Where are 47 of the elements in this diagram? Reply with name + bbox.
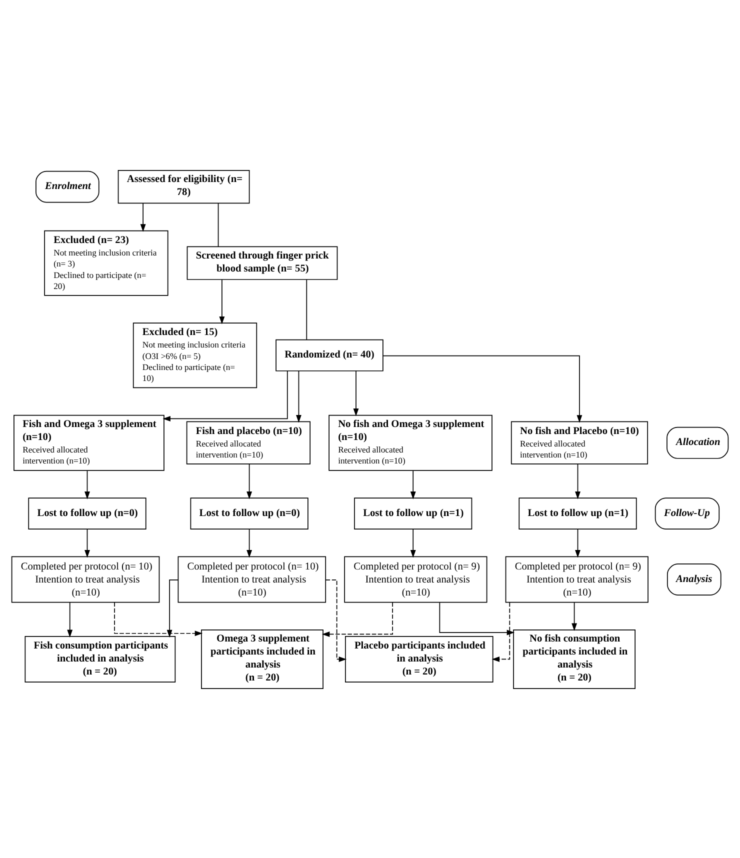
node-box: No fish consumption participants included in analysis (n = 20) xyxy=(513,629,636,688)
node-box: No fish and Omega 3 supplement (n=10) Received allocated intervention (n=10) xyxy=(328,414,492,470)
node-box: Fish and Omega 3 supplement (n=10) Received allocated intervention (n=10) xyxy=(14,414,164,470)
arrow xyxy=(246,463,252,499)
arrow xyxy=(67,602,73,638)
node-box: No fish and Placebo (n=10) Received allocated intervention (n=10) xyxy=(510,420,648,464)
node-box: Fish and placebo (n=10) Received allocated intervention (n=10) xyxy=(186,420,311,464)
arrow xyxy=(219,278,225,324)
arrow xyxy=(575,528,580,558)
node-box: Enrolment xyxy=(36,170,100,202)
arrow xyxy=(353,370,359,416)
arrow xyxy=(296,370,302,422)
node-box: Completed per protocol (n= 9) Intention to treat analysis (n=10) xyxy=(344,556,488,602)
node-box: Lost to follow up (n=1) xyxy=(518,497,637,529)
connector xyxy=(218,202,219,247)
arrow xyxy=(410,470,416,499)
arrow xyxy=(246,528,252,558)
node-box: Completed per protocol (n= 10) Intention to treat analysis (n=10) xyxy=(178,556,326,602)
node-box: Follow-Up xyxy=(654,497,720,529)
arrow xyxy=(410,528,416,558)
node-box: Screened through finger prick blood sample (n= 55) xyxy=(186,246,338,280)
arrow xyxy=(439,602,515,635)
arrow xyxy=(382,354,582,422)
arrow xyxy=(84,528,90,558)
node-box: Excluded (n= 23) Not meeting inclusion criteria (n= 3) Declined to participate (n= 20) xyxy=(44,230,168,296)
node-box: Assessed for eligibility (n= 78) xyxy=(118,170,250,204)
arrow xyxy=(140,202,146,232)
node-box: Excluded (n= 15) Not meeting inclusion criteria (O3I >6% (n= 5) Declined to participate (n= 10) xyxy=(132,322,258,388)
node-box: Completed per protocol (n= 9) Intention to treat analysis (n=10) xyxy=(505,556,648,602)
node-box: Randomized (n= 40) xyxy=(276,338,384,371)
arrow xyxy=(162,370,288,421)
node-box: Omega 3 supplement participants included in analysis (n = 20) xyxy=(201,629,324,688)
node-box: Lost to follow up (n=0) xyxy=(190,497,308,529)
node-box: Fish consumption participants included in analysis (n = 20) xyxy=(24,635,176,682)
node-box: Analysis xyxy=(666,563,722,595)
arrow xyxy=(572,602,578,630)
connector xyxy=(306,278,308,340)
node-box: Lost to follow up (n=0) xyxy=(28,497,146,529)
arrow xyxy=(492,602,510,662)
arrow xyxy=(114,601,203,636)
node-box: Completed per protocol (n= 10) Intention to treat analysis (n=10) xyxy=(11,556,160,602)
node-box: Allocation xyxy=(666,426,729,458)
arrow xyxy=(322,601,393,636)
arrow xyxy=(575,463,580,499)
node-box: Lost to follow up (n=1) xyxy=(354,497,472,529)
arrow xyxy=(84,470,90,499)
node-box: Placebo participants included in analysis (n = 20) xyxy=(345,635,494,682)
